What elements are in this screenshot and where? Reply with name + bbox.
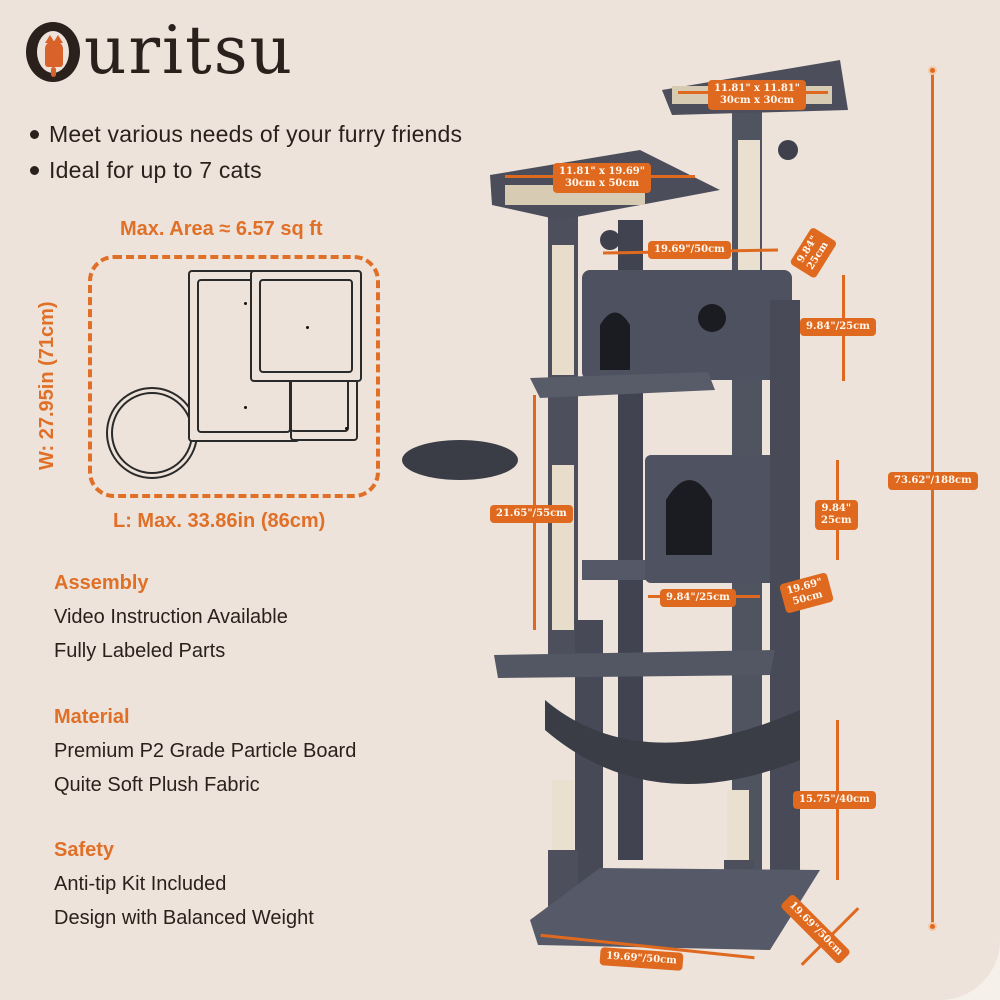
section-safety: Safety Anti-tip Kit Included Design with…: [54, 839, 314, 929]
cat-logo-icon: [26, 22, 80, 82]
brand-name: uritsu: [84, 12, 295, 89]
bullet-dot-icon: [30, 129, 39, 139]
section-assembly: Assembly Video Instruction Available Ful…: [54, 572, 288, 662]
footprint-boundary: [88, 255, 380, 498]
lower-condo-width-tag: 9.84"/25cm: [660, 589, 736, 607]
lower-condo-height-tag: 9.84"25cm: [815, 500, 858, 530]
feature-bullets: Meet various needs of your furry friends…: [30, 116, 462, 188]
footprint-length-label: L: Max. 33.86in (86cm): [113, 510, 326, 532]
total-height-tag: 73.62"/188cm: [888, 472, 978, 490]
upper-condo-width-tag: 19.69"/50cm: [648, 241, 731, 259]
section-material: Material Premium P2 Grade Particle Board…: [54, 706, 357, 796]
upper-condo-height-tag: 9.84"/25cm: [800, 318, 876, 336]
bullet-item: Meet various needs of your furry friends: [30, 116, 462, 152]
bullet-item: Ideal for up to 7 cats: [30, 152, 462, 188]
hammock-height-tag: 15.75"/40cm: [793, 791, 876, 809]
total-height-line: [931, 70, 934, 928]
bullet-dot-icon: [30, 165, 39, 175]
brand-logo: uritsu: [26, 18, 294, 84]
top-plate-outline: [250, 270, 362, 382]
second-perch-tag: 11.81" x 19.69"30cm x 50cm: [553, 163, 651, 193]
footprint-title: Max. Area ≈ 6.57 sq ft: [120, 218, 323, 240]
basket-height-tag: 21.65"/55cm: [490, 505, 573, 523]
top-perch-tag: 11.81" x 11.81"30cm x 30cm: [708, 80, 806, 110]
